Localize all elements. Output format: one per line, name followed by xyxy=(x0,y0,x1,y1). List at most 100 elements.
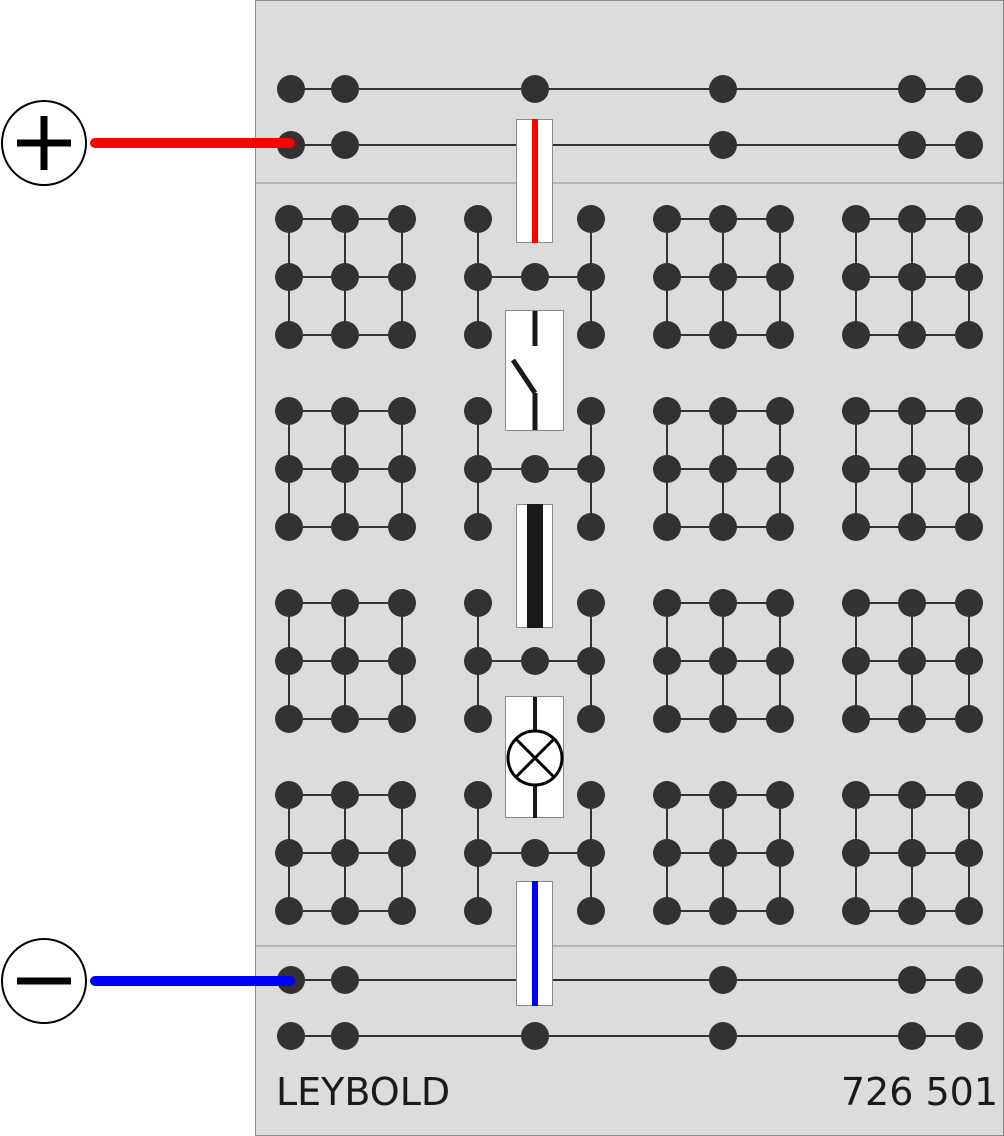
socket-dot[interactable] xyxy=(388,263,416,291)
socket-dot[interactable] xyxy=(464,455,492,483)
socket-dot[interactable] xyxy=(577,205,605,233)
socket-dot[interactable] xyxy=(898,513,926,541)
socket-dot[interactable] xyxy=(842,263,870,291)
resistor-component[interactable] xyxy=(516,504,553,628)
socket-dot[interactable] xyxy=(275,839,303,867)
socket-dot[interactable] xyxy=(653,589,681,617)
socket-dot[interactable] xyxy=(464,513,492,541)
socket-dot[interactable] xyxy=(388,781,416,809)
socket-dot[interactable] xyxy=(331,647,359,675)
socket-dot[interactable] xyxy=(388,589,416,617)
socket-dot[interactable] xyxy=(709,589,737,617)
socket-dot[interactable] xyxy=(653,397,681,425)
socket-dot[interactable] xyxy=(709,781,737,809)
socket-dot[interactable] xyxy=(709,513,737,541)
rail-socket-dot[interactable] xyxy=(277,1022,305,1050)
socket-dot[interactable] xyxy=(842,397,870,425)
socket-dot[interactable] xyxy=(275,205,303,233)
rail-socket-dot[interactable] xyxy=(277,75,305,103)
socket-dot[interactable] xyxy=(275,455,303,483)
socket-dot[interactable] xyxy=(766,397,794,425)
rail-socket-dot[interactable] xyxy=(955,75,983,103)
socket-dot[interactable] xyxy=(842,781,870,809)
socket-dot[interactable] xyxy=(464,589,492,617)
lamp-component[interactable] xyxy=(505,696,564,819)
socket-dot[interactable] xyxy=(955,589,983,617)
socket-dot[interactable] xyxy=(331,263,359,291)
socket-dot[interactable] xyxy=(388,513,416,541)
socket-dot[interactable] xyxy=(331,781,359,809)
socket-dot[interactable] xyxy=(653,781,681,809)
socket-dot[interactable] xyxy=(709,321,737,349)
socket-dot[interactable] xyxy=(275,781,303,809)
socket-dot[interactable] xyxy=(955,321,983,349)
socket-dot[interactable] xyxy=(766,263,794,291)
socket-dot[interactable] xyxy=(898,839,926,867)
switch-component[interactable] xyxy=(505,310,564,431)
socket-dot[interactable] xyxy=(898,705,926,733)
socket-dot[interactable] xyxy=(842,839,870,867)
rail-socket-dot[interactable] xyxy=(709,75,737,103)
socket-dot[interactable] xyxy=(577,455,605,483)
socket-dot[interactable] xyxy=(766,513,794,541)
socket-dot[interactable] xyxy=(842,205,870,233)
socket-dot[interactable] xyxy=(577,263,605,291)
socket-dot[interactable] xyxy=(766,455,794,483)
socket-dot[interactable] xyxy=(275,589,303,617)
socket-dot[interactable] xyxy=(331,205,359,233)
rail-socket-dot[interactable] xyxy=(521,75,549,103)
socket-dot[interactable] xyxy=(955,513,983,541)
rail-socket-dot[interactable] xyxy=(955,131,983,159)
rail-socket-dot[interactable] xyxy=(898,131,926,159)
socket-dot[interactable] xyxy=(275,705,303,733)
socket-dot[interactable] xyxy=(898,781,926,809)
socket-dot[interactable] xyxy=(898,321,926,349)
socket-dot[interactable] xyxy=(275,397,303,425)
socket-dot[interactable] xyxy=(464,397,492,425)
socket-dot[interactable] xyxy=(388,705,416,733)
socket-dot[interactable] xyxy=(766,897,794,925)
socket-dot[interactable] xyxy=(709,647,737,675)
rail-socket-dot[interactable] xyxy=(898,1022,926,1050)
bridge-plug-negative[interactable] xyxy=(516,881,553,1006)
rail-socket-dot[interactable] xyxy=(955,1022,983,1050)
socket-dot[interactable] xyxy=(464,839,492,867)
socket-dot[interactable] xyxy=(331,397,359,425)
socket-dot[interactable] xyxy=(331,839,359,867)
socket-dot[interactable] xyxy=(766,705,794,733)
rail-socket-dot[interactable] xyxy=(709,131,737,159)
socket-dot[interactable] xyxy=(709,263,737,291)
socket-dot[interactable] xyxy=(653,205,681,233)
socket-dot[interactable] xyxy=(898,589,926,617)
socket-dot[interactable] xyxy=(709,897,737,925)
socket-dot[interactable] xyxy=(464,321,492,349)
rail-socket-dot[interactable] xyxy=(709,966,737,994)
rail-socket-dot[interactable] xyxy=(898,966,926,994)
socket-dot[interactable] xyxy=(653,321,681,349)
socket-dot[interactable] xyxy=(955,455,983,483)
socket-dot[interactable] xyxy=(955,897,983,925)
socket-dot[interactable] xyxy=(842,455,870,483)
socket-dot[interactable] xyxy=(842,647,870,675)
socket-dot[interactable] xyxy=(521,263,549,291)
socket-dot[interactable] xyxy=(388,321,416,349)
socket-dot[interactable] xyxy=(275,263,303,291)
socket-dot[interactable] xyxy=(331,897,359,925)
rail-socket-dot[interactable] xyxy=(331,966,359,994)
socket-dot[interactable] xyxy=(709,705,737,733)
socket-dot[interactable] xyxy=(653,897,681,925)
socket-dot[interactable] xyxy=(709,397,737,425)
rail-socket-dot[interactable] xyxy=(331,1022,359,1050)
socket-dot[interactable] xyxy=(388,647,416,675)
socket-dot[interactable] xyxy=(577,513,605,541)
socket-dot[interactable] xyxy=(955,397,983,425)
socket-dot[interactable] xyxy=(898,263,926,291)
socket-dot[interactable] xyxy=(388,205,416,233)
socket-dot[interactable] xyxy=(766,589,794,617)
socket-dot[interactable] xyxy=(653,513,681,541)
socket-dot[interactable] xyxy=(577,781,605,809)
rail-socket-dot[interactable] xyxy=(521,1022,549,1050)
socket-dot[interactable] xyxy=(464,781,492,809)
socket-dot[interactable] xyxy=(842,589,870,617)
socket-dot[interactable] xyxy=(653,263,681,291)
